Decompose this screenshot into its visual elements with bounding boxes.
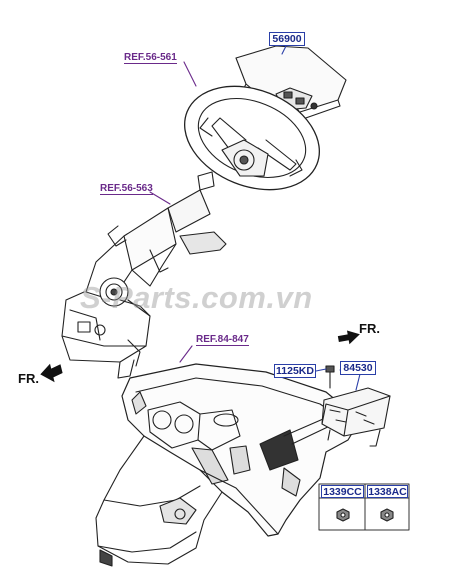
steering-wheel-drawing xyxy=(184,85,320,191)
ref-link-crash-pad[interactable]: REF.84-847 xyxy=(196,334,249,346)
ref-text-56-563: REF.56-563 xyxy=(100,183,153,195)
front-arrow-right xyxy=(337,330,360,345)
steering-column-drawing xyxy=(61,171,227,379)
crash-pad-drawing xyxy=(95,363,361,567)
front-direction-label-right: FR. xyxy=(359,321,380,336)
front-direction-label-left: FR. xyxy=(18,371,39,386)
nut-table xyxy=(318,483,410,531)
bolt-drawing xyxy=(315,365,335,389)
passenger-airbag-drawing xyxy=(321,373,391,447)
ref-text-84-847: REF.84-847 xyxy=(196,334,249,346)
ref-link-steering-column[interactable]: REF.56-563 xyxy=(100,183,153,195)
part-label-1338ac[interactable]: 1338AC xyxy=(367,485,408,498)
ref-text-56-561: REF.56-561 xyxy=(124,52,177,64)
part-label-1339cc[interactable]: 1339CC xyxy=(321,485,364,498)
watermark: S-Parts.com.vn xyxy=(80,280,313,315)
part-label-56900[interactable]: 56900 xyxy=(269,32,305,46)
front-arrow-left xyxy=(40,363,63,383)
part-label-84530[interactable]: 84530 xyxy=(340,361,376,375)
part-label-1125kd[interactable]: 1125KD xyxy=(274,364,316,378)
ref-link-steering-wheel[interactable]: REF.56-561 xyxy=(124,52,177,64)
